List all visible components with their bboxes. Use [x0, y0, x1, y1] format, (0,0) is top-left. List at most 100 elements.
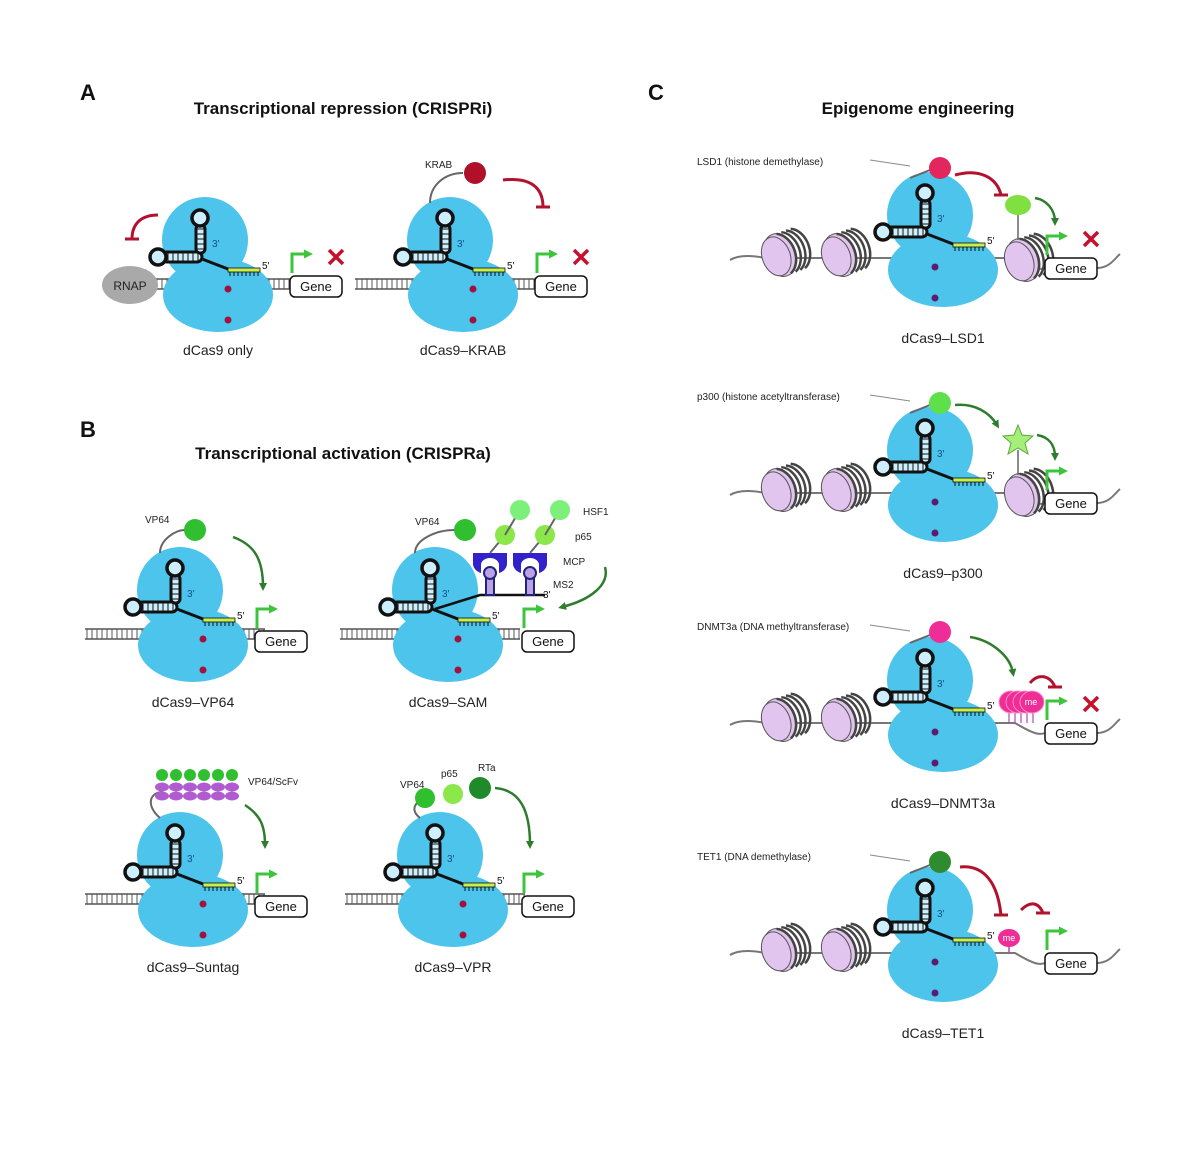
dna-wrap: [781, 230, 803, 273]
p65-label: p65: [575, 532, 592, 543]
gcn4-epitope: [197, 791, 211, 801]
gene-label: Gene: [300, 279, 332, 294]
spacer-sequence: [227, 267, 261, 273]
activation-arrow: [969, 635, 1017, 677]
three-prime-label: 3': [543, 590, 551, 601]
nucleosome: [820, 227, 872, 277]
gcn4-epitope: [169, 791, 183, 801]
catalytic-site: [931, 294, 939, 302]
vp64-label: VP64: [415, 517, 440, 528]
histone-face: [760, 236, 792, 277]
sgrna-loop: [425, 823, 445, 843]
scfv-antibody: [211, 782, 225, 792]
dna-wrap: [850, 462, 872, 505]
gene-box: [534, 275, 588, 298]
blocked-x-icon: [572, 248, 590, 266]
sgrna-loop: [873, 687, 893, 707]
five-prime-label: 5': [492, 611, 500, 622]
caption: dCas9–DNMT3a: [891, 795, 995, 811]
effector-label: TET1 (DNA demethylase): [697, 852, 811, 863]
gene-box: [521, 895, 575, 918]
vp64-domain: [212, 769, 224, 781]
catalytic-site: [931, 989, 939, 997]
nucleosome: [760, 227, 812, 277]
linker: [909, 404, 931, 414]
sgrna-loop: [873, 222, 893, 242]
vp64-domain: [170, 769, 182, 781]
vp64-domain: [226, 769, 238, 781]
vp64-label: VP64: [145, 515, 170, 526]
dna-wrap: [1019, 237, 1041, 280]
nucleosome: [820, 692, 872, 742]
caption: dCas9–KRAB: [420, 342, 506, 358]
hsf1-domain: [550, 500, 570, 520]
dna-wrap: [776, 467, 798, 510]
catalytic-site: [931, 529, 939, 537]
inhibition-arrow: [959, 865, 1003, 916]
dna-wrap: [845, 229, 867, 271]
dcas9-nuc-lobe: [138, 873, 248, 947]
sgrna-loop: [915, 183, 935, 203]
vp64-domain: [454, 519, 476, 541]
dna-wrap: [836, 697, 858, 740]
scfv-antibody: [183, 782, 197, 792]
dna-wrap: [841, 465, 863, 508]
dna-wrap: [785, 229, 807, 271]
dna-wrap: [845, 694, 867, 736]
dna-wrap: [850, 922, 872, 965]
transcription-start-arrow: [522, 604, 545, 628]
three-prime-label: 3': [937, 679, 945, 690]
dna-wrap: [776, 232, 798, 275]
gene-box: [521, 630, 575, 653]
inhibition-arrow: [1028, 675, 1057, 688]
five-prime-label: 5': [237, 876, 245, 887]
dna-wrap: [1024, 235, 1046, 278]
gene-label: Gene: [1055, 726, 1087, 741]
caption: dCas9–VP64: [152, 694, 235, 710]
catalytic-site: [931, 263, 939, 271]
inhibition-arrow: [1019, 902, 1045, 914]
ms2-label: MS2: [553, 580, 574, 591]
sgrna-loop: [393, 247, 413, 267]
dna-wrap: [850, 227, 872, 270]
sgrna-backbone: [176, 607, 204, 621]
chromatin-dna: [729, 718, 1121, 735]
acetyl-mark-star: [1001, 423, 1035, 456]
blocked-x-icon: [1082, 230, 1100, 248]
catalytic-site: [224, 285, 232, 293]
krab-label: KRAB: [425, 160, 453, 171]
gene-box: [1044, 952, 1098, 975]
panel-b-letter: B: [80, 417, 96, 442]
histone-face: [820, 471, 852, 512]
methyl-group: [998, 929, 1020, 947]
dcas9-nuc-lobe: [888, 928, 998, 1002]
gcn4-epitope: [155, 791, 169, 801]
sgrna-backbone: [446, 257, 474, 271]
sgrna-loop: [383, 862, 403, 882]
sgrna-backbone: [176, 872, 204, 886]
sgrna-loop: [915, 648, 935, 668]
linker: [909, 634, 931, 644]
five-prime-label: 5': [987, 701, 995, 712]
inhibition-arrow: [502, 177, 545, 208]
spacer-sequence: [202, 617, 236, 623]
vp64-domain: [156, 769, 168, 781]
catalytic-site: [454, 635, 462, 643]
dna-wrap: [785, 924, 807, 966]
catalytic-site: [931, 498, 939, 506]
spacer-sequence: [457, 617, 491, 623]
sgrna-backbone: [201, 257, 229, 271]
dna-wrap: [836, 232, 858, 275]
nucleosome: [820, 922, 872, 972]
rnap: [102, 266, 158, 304]
five-prime-label: 5': [987, 471, 995, 482]
three-prime-label: 3': [187, 589, 195, 600]
caption: dCas9–TET1: [902, 1025, 985, 1041]
transcription-start-arrow: [535, 249, 558, 273]
